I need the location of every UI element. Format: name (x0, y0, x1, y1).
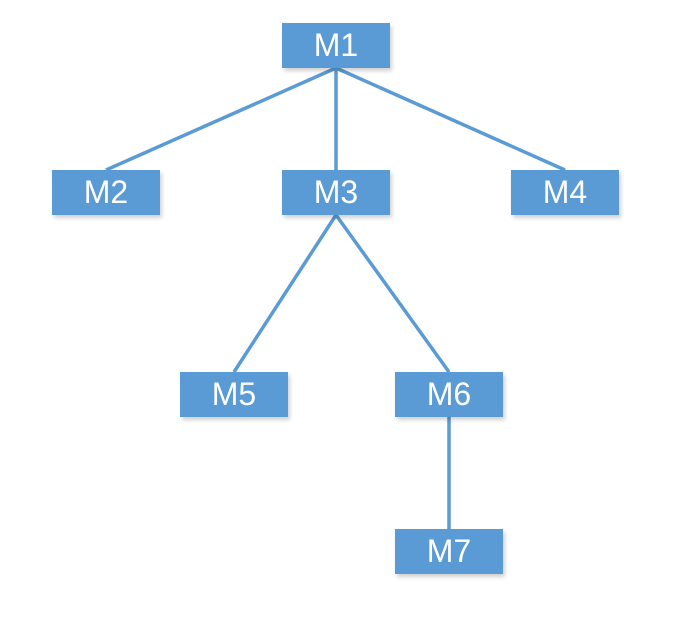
node-m2: M2 (52, 170, 160, 215)
edge-m1-m4 (335, 66, 566, 172)
node-m1: M1 (282, 23, 390, 68)
edge-m3-m5 (232, 214, 338, 373)
edge-m3-m6 (334, 213, 451, 374)
node-m7: M7 (395, 529, 503, 574)
node-m3: M3 (282, 170, 390, 215)
node-m4: M4 (511, 170, 619, 215)
node-m6: M6 (395, 372, 503, 417)
node-m5: M5 (180, 372, 288, 417)
edge-m1-m2 (105, 66, 337, 172)
